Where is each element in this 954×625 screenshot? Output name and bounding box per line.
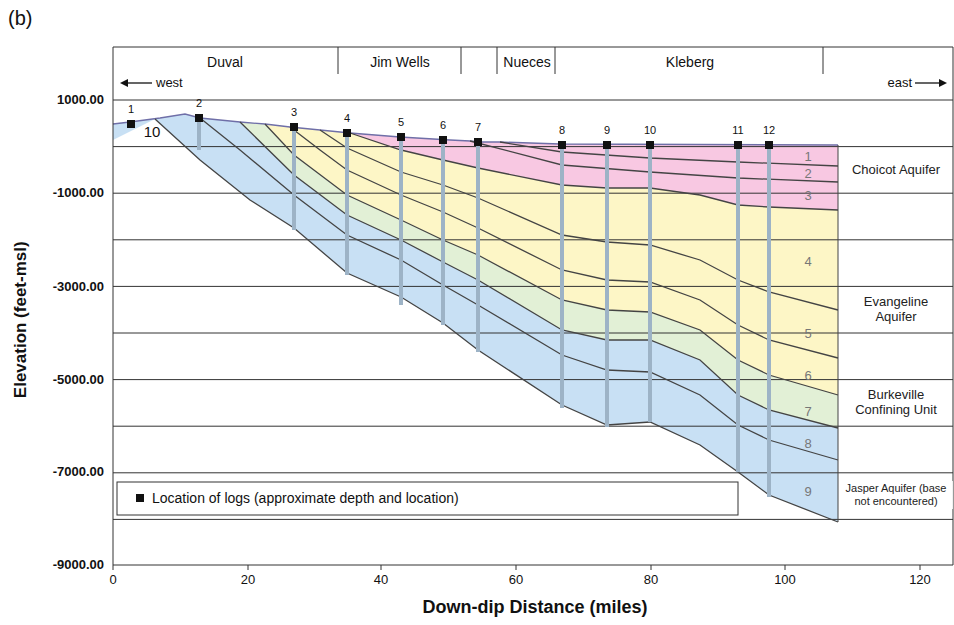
log-number: 9 <box>604 124 610 137</box>
log-number: 7 <box>475 121 481 134</box>
axis-tick: 120 <box>909 573 931 588</box>
log-number: 11 <box>732 124 743 137</box>
log-number: 5 <box>398 116 404 129</box>
axis-tick: -1000.00 <box>53 186 104 201</box>
layer-number: 3 <box>804 189 811 204</box>
layer-number: 2 <box>804 167 811 182</box>
county-name: Duval <box>207 54 243 70</box>
log-number: 8 <box>559 124 565 137</box>
axis-title: Elevation (feet-msl) <box>10 242 30 399</box>
axis-tick: -7000.00 <box>53 465 104 480</box>
axis-tick: 80 <box>644 573 658 588</box>
panel-letter: (b) <box>8 7 32 30</box>
axis-tick: 60 <box>509 573 523 588</box>
county-name: Kleberg <box>666 54 714 70</box>
direction-label: east <box>887 76 912 91</box>
aquifer-label: Burkeville Confining Unit <box>840 387 952 419</box>
axis-tick: -3000.00 <box>53 280 104 295</box>
log-number: 6 <box>440 119 446 132</box>
axis-title: Down-dip Distance (miles) <box>422 597 647 618</box>
axis-tick: -5000.00 <box>53 373 104 388</box>
aquifer-label: Evangeline Aquifer <box>843 294 950 326</box>
axis-tick: 100 <box>774 573 796 588</box>
log-number: 4 <box>344 112 350 125</box>
axis-tick: -9000.00 <box>53 558 104 573</box>
legend-sample <box>136 494 144 502</box>
layer-number: 1 <box>804 150 811 165</box>
layer-number: 9 <box>804 485 811 500</box>
layer-number: 7 <box>804 405 811 420</box>
layer-number: 4 <box>804 255 811 270</box>
direction-label: west <box>156 76 183 91</box>
legend-text: Location of logs (approximate depth and … <box>152 490 459 506</box>
aquifer-label: Choicot Aquifer <box>843 162 950 179</box>
log-number: 1 <box>128 103 134 116</box>
axis-tick: 1000.00 <box>57 93 104 108</box>
layer-number: 8 <box>804 437 811 452</box>
axis-tick: 0 <box>109 573 116 588</box>
layer-number: 10 <box>144 123 161 140</box>
axis-tick: 20 <box>241 573 255 588</box>
log-number: 3 <box>291 106 297 119</box>
log-number: 2 <box>196 97 202 110</box>
county-name: Nueces <box>503 54 550 70</box>
log-number: 10 <box>644 124 656 137</box>
aquifer-label: Jasper Aquifer (base not encountered) <box>839 481 953 508</box>
axis-tick: 40 <box>374 573 388 588</box>
layer-number: 5 <box>804 327 811 342</box>
layer-number: 6 <box>804 369 811 384</box>
log-number: 12 <box>763 124 775 137</box>
county-name: Jim Wells <box>370 54 430 70</box>
